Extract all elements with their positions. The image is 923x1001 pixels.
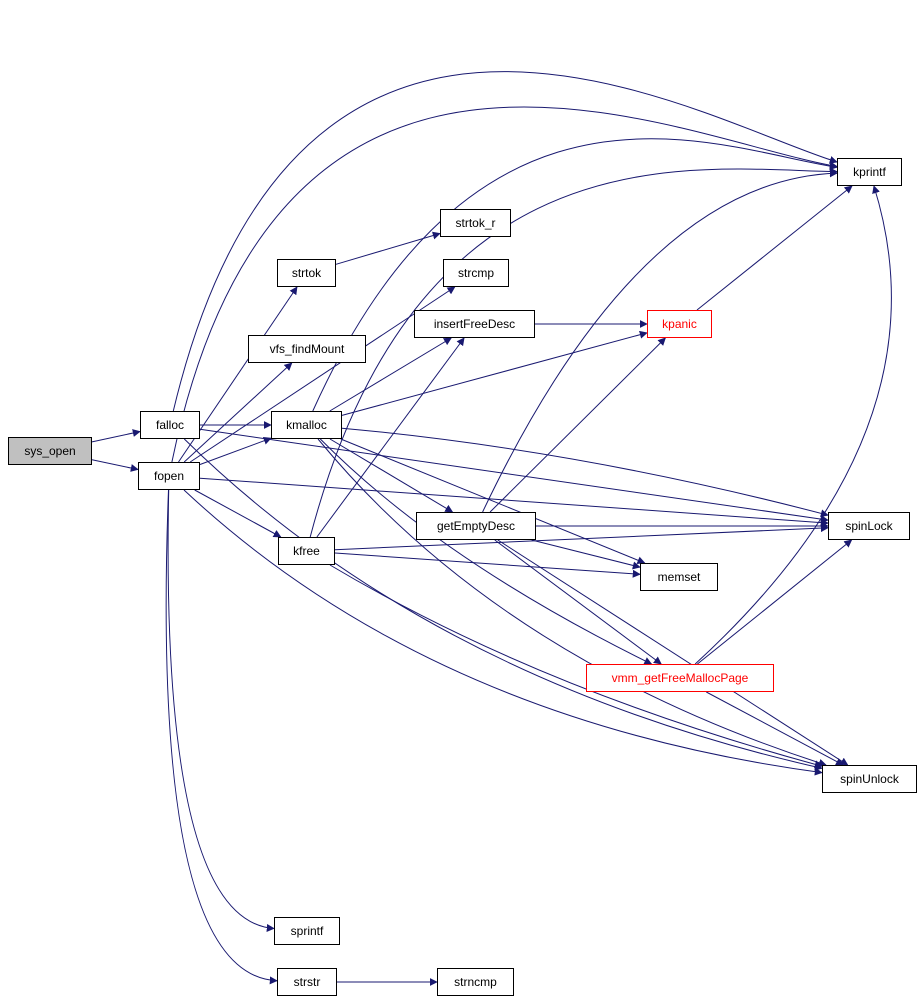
edge-group — [91, 71, 892, 986]
edge-kmalloc-spinLock — [341, 427, 829, 518]
edge-kfree-spinUnlock — [329, 564, 823, 769]
node-kfree[interactable]: kfree — [278, 537, 335, 565]
edge-kpanic-kprintf — [696, 185, 853, 311]
edge-getEmptyDesc-memset — [531, 539, 641, 570]
node-sys_open[interactable]: sys_open — [8, 437, 92, 465]
edge-getEmptyDesc-kpanic — [489, 337, 666, 513]
edge-kmalloc-kprintf — [312, 138, 838, 412]
node-strncmp[interactable]: strncmp — [437, 968, 514, 996]
edge-kmalloc-memset — [340, 438, 646, 564]
edge-fopen-strstr — [165, 489, 278, 985]
node-kpanic[interactable]: kpanic — [647, 310, 712, 338]
edge-kfree-spinLock — [334, 524, 829, 551]
node-insertFreeDesc[interactable]: insertFreeDesc — [414, 310, 535, 338]
edge-getEmptyDesc-kprintf — [482, 169, 838, 513]
node-fopen[interactable]: fopen — [138, 462, 200, 490]
edge-vmm_getFreeMallocPage-spinLock — [697, 539, 853, 665]
edge-sys_open-falloc — [91, 429, 141, 443]
node-kmalloc[interactable]: kmalloc — [271, 411, 342, 439]
edge-kfree-kprintf — [309, 167, 838, 538]
node-strcmp[interactable]: strcmp — [443, 259, 509, 287]
node-strstr[interactable]: strstr — [277, 968, 337, 996]
edge-vmm_getFreeMallocPage-spinUnlock — [706, 691, 844, 766]
edge-falloc-spinUnlock — [183, 438, 823, 771]
edge-kmalloc-insertFreeDesc — [329, 337, 452, 412]
node-vmm_getFreeMallocPage[interactable]: vmm_getFreeMallocPage — [586, 664, 774, 692]
node-vfs_findMount[interactable]: vfs_findMount — [248, 335, 366, 363]
edge-kmalloc-vmm_getFreeMallocPage — [319, 438, 653, 665]
edge-fopen-sprintf — [167, 489, 275, 932]
edge-getEmptyDesc-spinUnlock — [497, 539, 849, 766]
node-spinUnlock[interactable]: spinUnlock — [822, 765, 917, 793]
edge-kmalloc-spinUnlock — [317, 438, 827, 767]
edge-kfree-memset — [334, 552, 641, 578]
node-spinLock[interactable]: spinLock — [828, 512, 910, 540]
edge-fopen-strtok — [178, 286, 298, 463]
edge-getEmptyDesc-vmm_getFreeMallocPage — [494, 539, 662, 665]
edge-fopen-kprintf — [171, 106, 838, 463]
node-falloc[interactable]: falloc — [140, 411, 200, 439]
node-strtok[interactable]: strtok — [277, 259, 336, 287]
edge-fopen-strcmp — [189, 286, 456, 463]
edge-fopen-spinLock — [199, 477, 829, 527]
edge-kfree-insertFreeDesc — [316, 337, 465, 538]
edge-fopen-kfree — [194, 489, 282, 538]
edge-sys_open-fopen — [91, 459, 139, 472]
edge-kmalloc-kpanic — [341, 330, 648, 416]
edge-fopen-vfs_findMount — [183, 362, 293, 463]
edge-kmalloc-getEmptyDesc — [329, 438, 454, 513]
node-sprintf[interactable]: sprintf — [274, 917, 340, 945]
node-strtok_r[interactable]: strtok_r — [440, 209, 511, 237]
edge-fopen-spinUnlock — [183, 489, 823, 776]
edge-strtok-strtok_r — [335, 231, 441, 265]
edge-vmm_getFreeMallocPage-kprintf — [694, 185, 892, 665]
edge-falloc-kprintf — [172, 71, 838, 412]
edge-falloc-spinLock — [199, 428, 829, 524]
node-getEmptyDesc[interactable]: getEmptyDesc — [416, 512, 536, 540]
node-kprintf[interactable]: kprintf — [837, 158, 902, 186]
node-memset[interactable]: memset — [640, 563, 718, 591]
edge-fopen-kmalloc — [199, 436, 272, 465]
